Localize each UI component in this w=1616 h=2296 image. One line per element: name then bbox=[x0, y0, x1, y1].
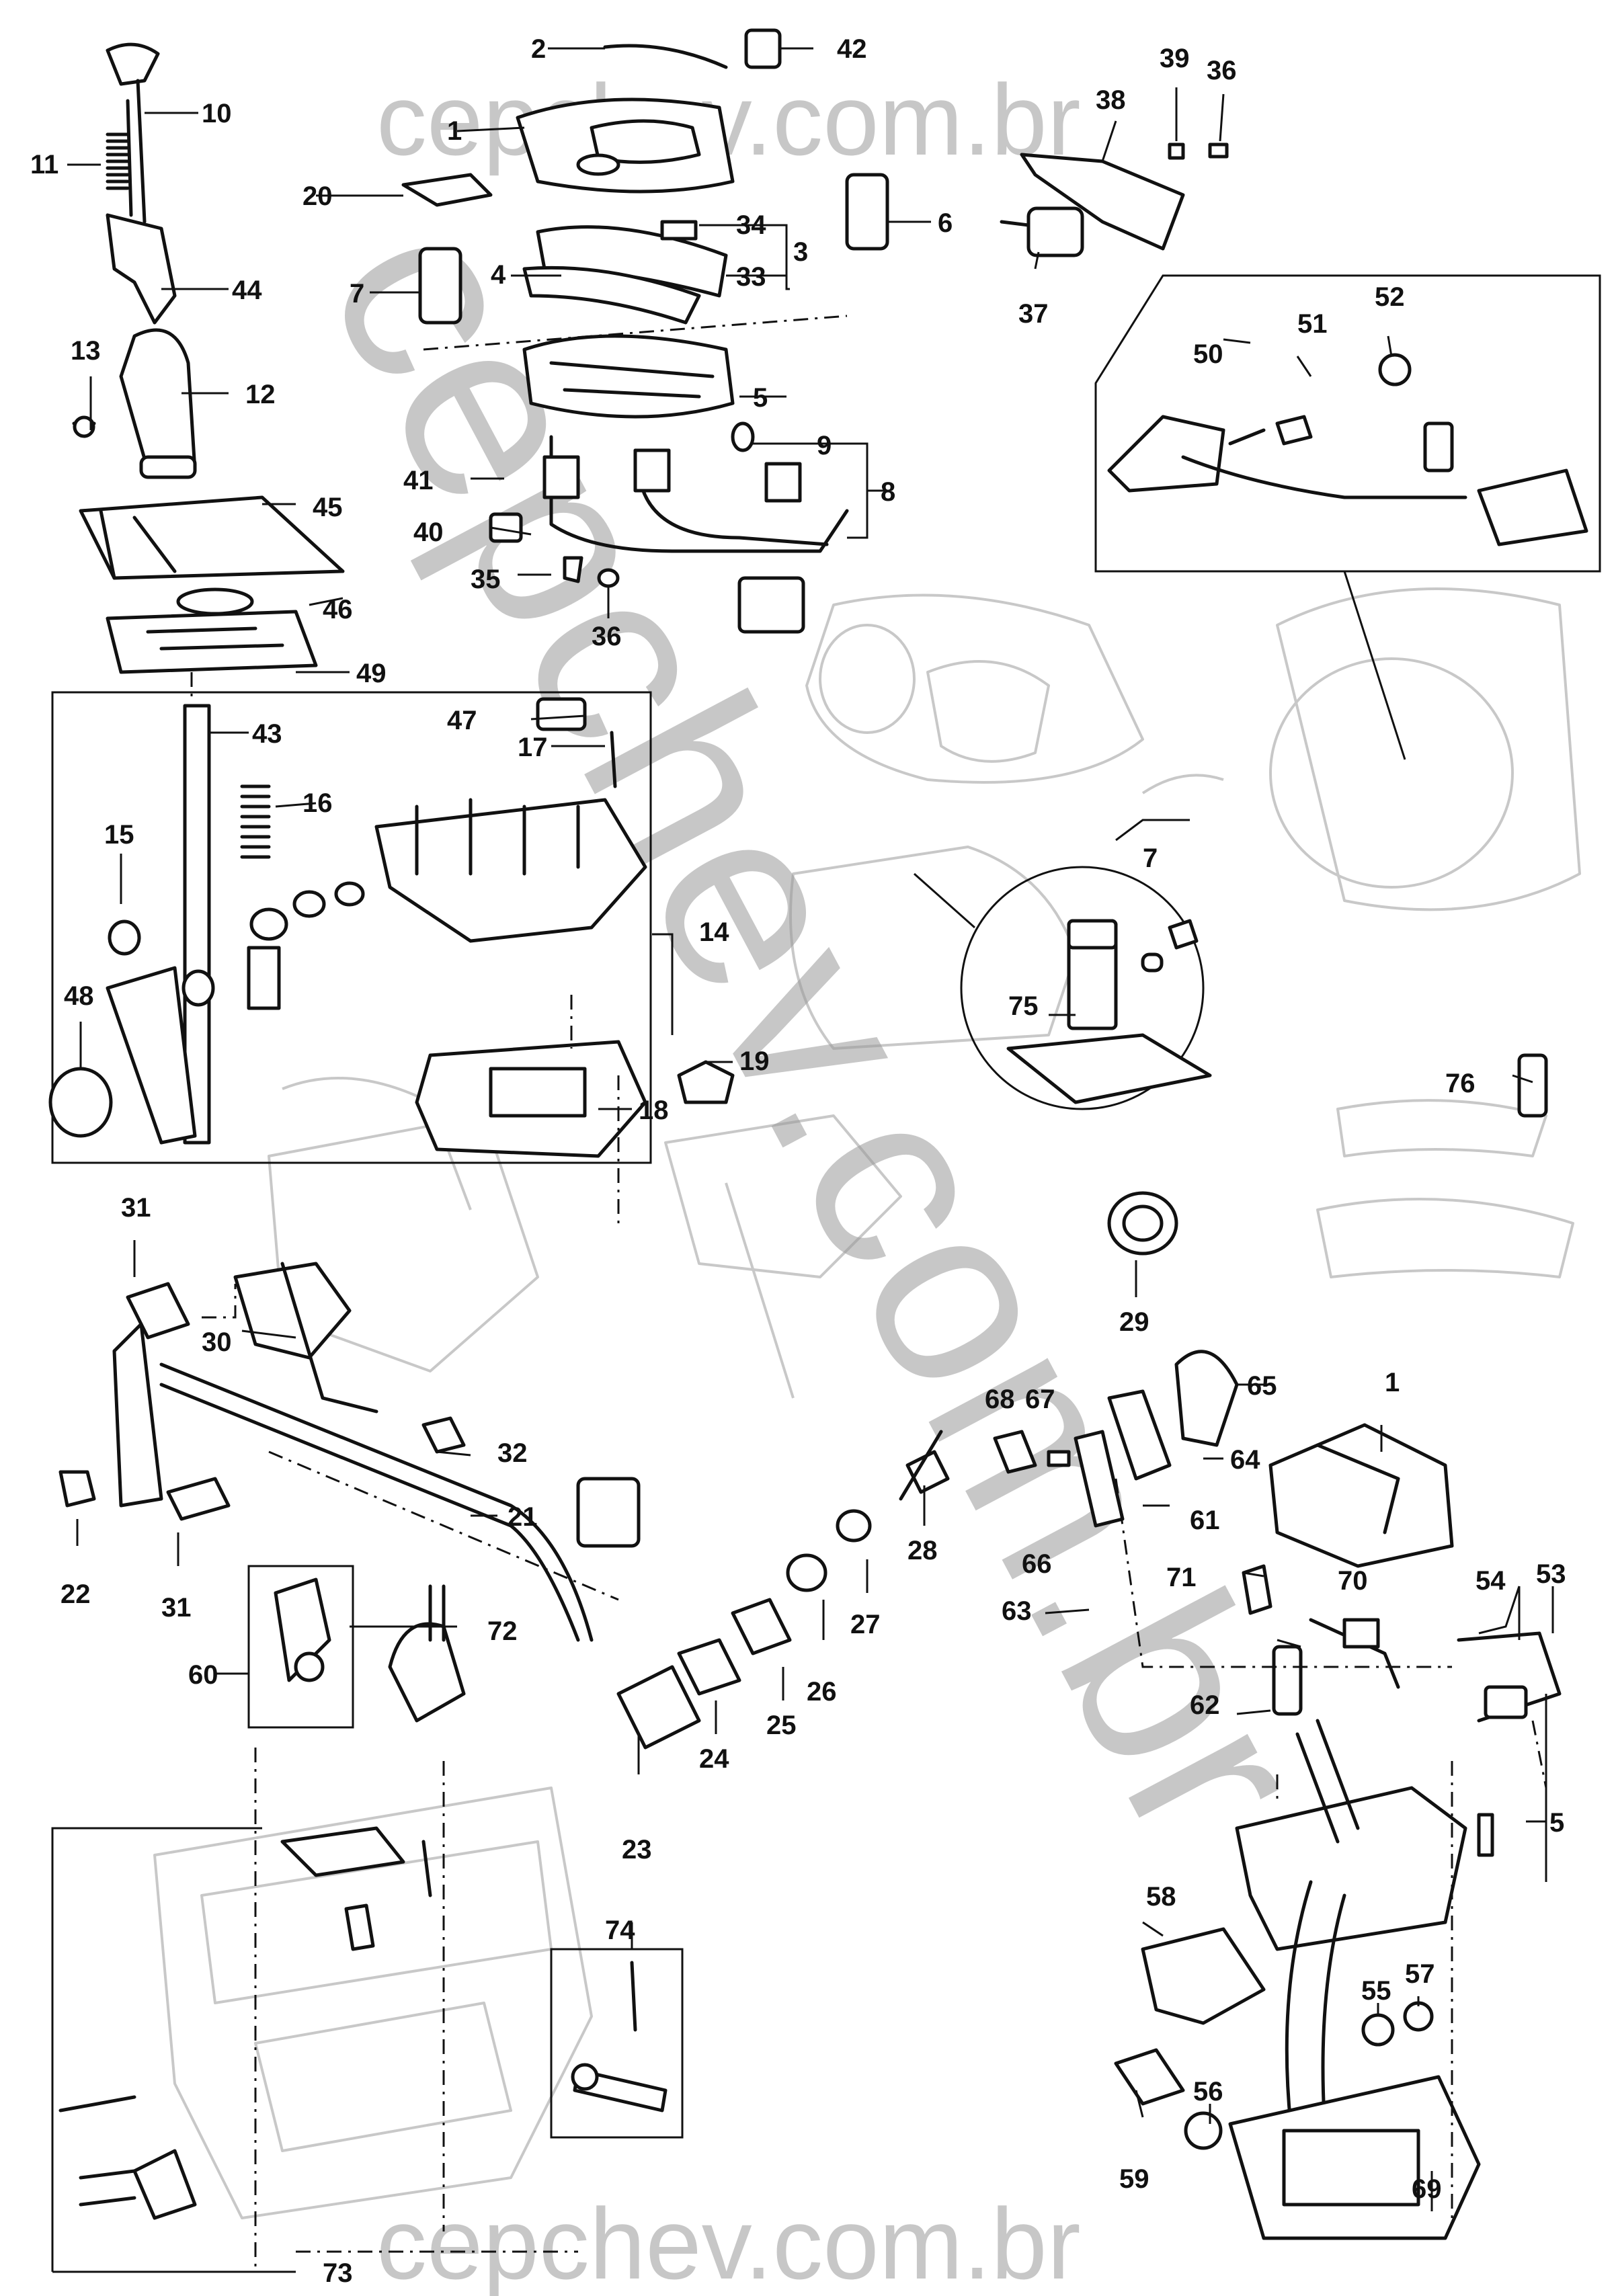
callout-13: 13 bbox=[71, 336, 101, 366]
steering-switch-inset bbox=[1094, 274, 1601, 760]
transmission-detail-boxes bbox=[51, 1565, 684, 2272]
callout-36b: 36 bbox=[1207, 56, 1237, 85]
callout-labels: 1 2 3 4 5 6 7 8 9 10 11 12 13 14 15 16 1… bbox=[30, 34, 1566, 2288]
callout-75: 75 bbox=[1008, 991, 1039, 1021]
callout-32: 32 bbox=[497, 1438, 528, 1468]
callout-51: 51 bbox=[1297, 309, 1328, 339]
callout-62: 62 bbox=[1190, 1690, 1220, 1720]
callout-41: 41 bbox=[403, 466, 434, 495]
callout-7: 7 bbox=[350, 279, 364, 309]
callout-33: 33 bbox=[736, 262, 766, 292]
callout-43: 43 bbox=[252, 719, 282, 749]
callout-17: 17 bbox=[518, 733, 548, 762]
callout-57: 57 bbox=[1405, 1959, 1435, 1989]
callout-20: 20 bbox=[302, 181, 333, 211]
callout-4: 4 bbox=[491, 260, 506, 290]
callout-1b: 1 bbox=[1385, 1368, 1400, 1397]
callout-25: 25 bbox=[766, 1711, 797, 1740]
callout-7b: 7 bbox=[1143, 844, 1158, 873]
lower-right-group bbox=[993, 1350, 1562, 2240]
callout-5: 5 bbox=[753, 383, 768, 413]
shift-mechanism-box bbox=[48, 691, 735, 1164]
callout-2: 2 bbox=[531, 34, 546, 64]
callout-38: 38 bbox=[1096, 85, 1126, 115]
callout-3: 3 bbox=[793, 237, 808, 267]
callout-67: 67 bbox=[1025, 1385, 1055, 1414]
callout-6: 6 bbox=[938, 208, 953, 238]
shift-lever-group bbox=[72, 42, 345, 674]
callout-63: 63 bbox=[1002, 1596, 1032, 1626]
callout-76: 76 bbox=[1445, 1069, 1476, 1098]
callout-28: 28 bbox=[907, 1536, 938, 1565]
callout-58: 58 bbox=[1146, 1882, 1176, 1912]
switch-inset-circle bbox=[914, 866, 1548, 1118]
callout-50: 50 bbox=[1193, 339, 1223, 369]
callout-61: 61 bbox=[1190, 1506, 1220, 1535]
watermark-bottom: cepchev.com.br bbox=[376, 2187, 1081, 2296]
callout-10: 10 bbox=[202, 99, 232, 128]
callout-45: 45 bbox=[313, 493, 343, 522]
callout-55: 55 bbox=[1361, 1976, 1391, 2006]
callout-44: 44 bbox=[232, 276, 262, 305]
callout-1: 1 bbox=[447, 116, 462, 146]
callout-19: 19 bbox=[739, 1047, 770, 1076]
callout-24: 24 bbox=[699, 1744, 729, 1774]
callout-26: 26 bbox=[807, 1677, 837, 1707]
callout-74: 74 bbox=[605, 1916, 635, 1945]
callout-9: 9 bbox=[817, 431, 832, 460]
callout-21: 21 bbox=[508, 1502, 538, 1532]
callout-37: 37 bbox=[1018, 299, 1049, 329]
indicator-housing-group bbox=[401, 28, 889, 634]
callout-47: 47 bbox=[447, 706, 477, 735]
callout-15: 15 bbox=[104, 820, 134, 850]
callout-12: 12 bbox=[245, 380, 276, 409]
callout-71: 71 bbox=[1166, 1563, 1197, 1592]
callout-68: 68 bbox=[985, 1385, 1015, 1414]
callout-31b: 31 bbox=[161, 1593, 192, 1623]
callout-66: 66 bbox=[1022, 1549, 1052, 1579]
callout-14: 14 bbox=[699, 917, 729, 947]
callout-56: 56 bbox=[1193, 2077, 1223, 2106]
cable-linkage-group bbox=[58, 1191, 1178, 1750]
callout-5b: 5 bbox=[1549, 1808, 1564, 1838]
callout-42: 42 bbox=[837, 34, 867, 64]
alignment-lines bbox=[190, 315, 1547, 2272]
callout-40: 40 bbox=[413, 518, 444, 547]
callout-46: 46 bbox=[323, 595, 353, 624]
callout-53: 53 bbox=[1536, 1559, 1566, 1589]
callout-54: 54 bbox=[1476, 1566, 1506, 1596]
callout-31: 31 bbox=[121, 1193, 151, 1223]
callout-65: 65 bbox=[1247, 1371, 1277, 1401]
callout-29: 29 bbox=[1119, 1307, 1149, 1337]
callout-70: 70 bbox=[1338, 1566, 1368, 1596]
callout-34: 34 bbox=[736, 210, 766, 240]
callout-73: 73 bbox=[323, 2258, 353, 2288]
bracket-group bbox=[1000, 142, 1229, 257]
callout-52: 52 bbox=[1375, 282, 1405, 312]
callout-11: 11 bbox=[30, 150, 58, 179]
callout-39: 39 bbox=[1160, 44, 1190, 73]
callout-30: 30 bbox=[202, 1327, 232, 1357]
callout-48: 48 bbox=[64, 981, 94, 1011]
callout-72: 72 bbox=[487, 1616, 518, 1646]
callout-49: 49 bbox=[356, 659, 387, 688]
callout-23: 23 bbox=[622, 1835, 652, 1864]
callout-8: 8 bbox=[881, 477, 895, 507]
callout-69: 69 bbox=[1412, 2174, 1442, 2204]
callout-35: 35 bbox=[471, 565, 501, 594]
leader-lines bbox=[52, 47, 1554, 2273]
callout-36: 36 bbox=[592, 622, 622, 651]
callout-16: 16 bbox=[302, 788, 333, 818]
callout-59: 59 bbox=[1119, 2164, 1149, 2194]
callout-27: 27 bbox=[850, 1610, 881, 1639]
callout-64: 64 bbox=[1230, 1445, 1260, 1475]
callout-22: 22 bbox=[60, 1580, 91, 1609]
callout-18: 18 bbox=[639, 1096, 669, 1125]
callout-60: 60 bbox=[188, 1660, 218, 1690]
background-art bbox=[153, 587, 1581, 2219]
